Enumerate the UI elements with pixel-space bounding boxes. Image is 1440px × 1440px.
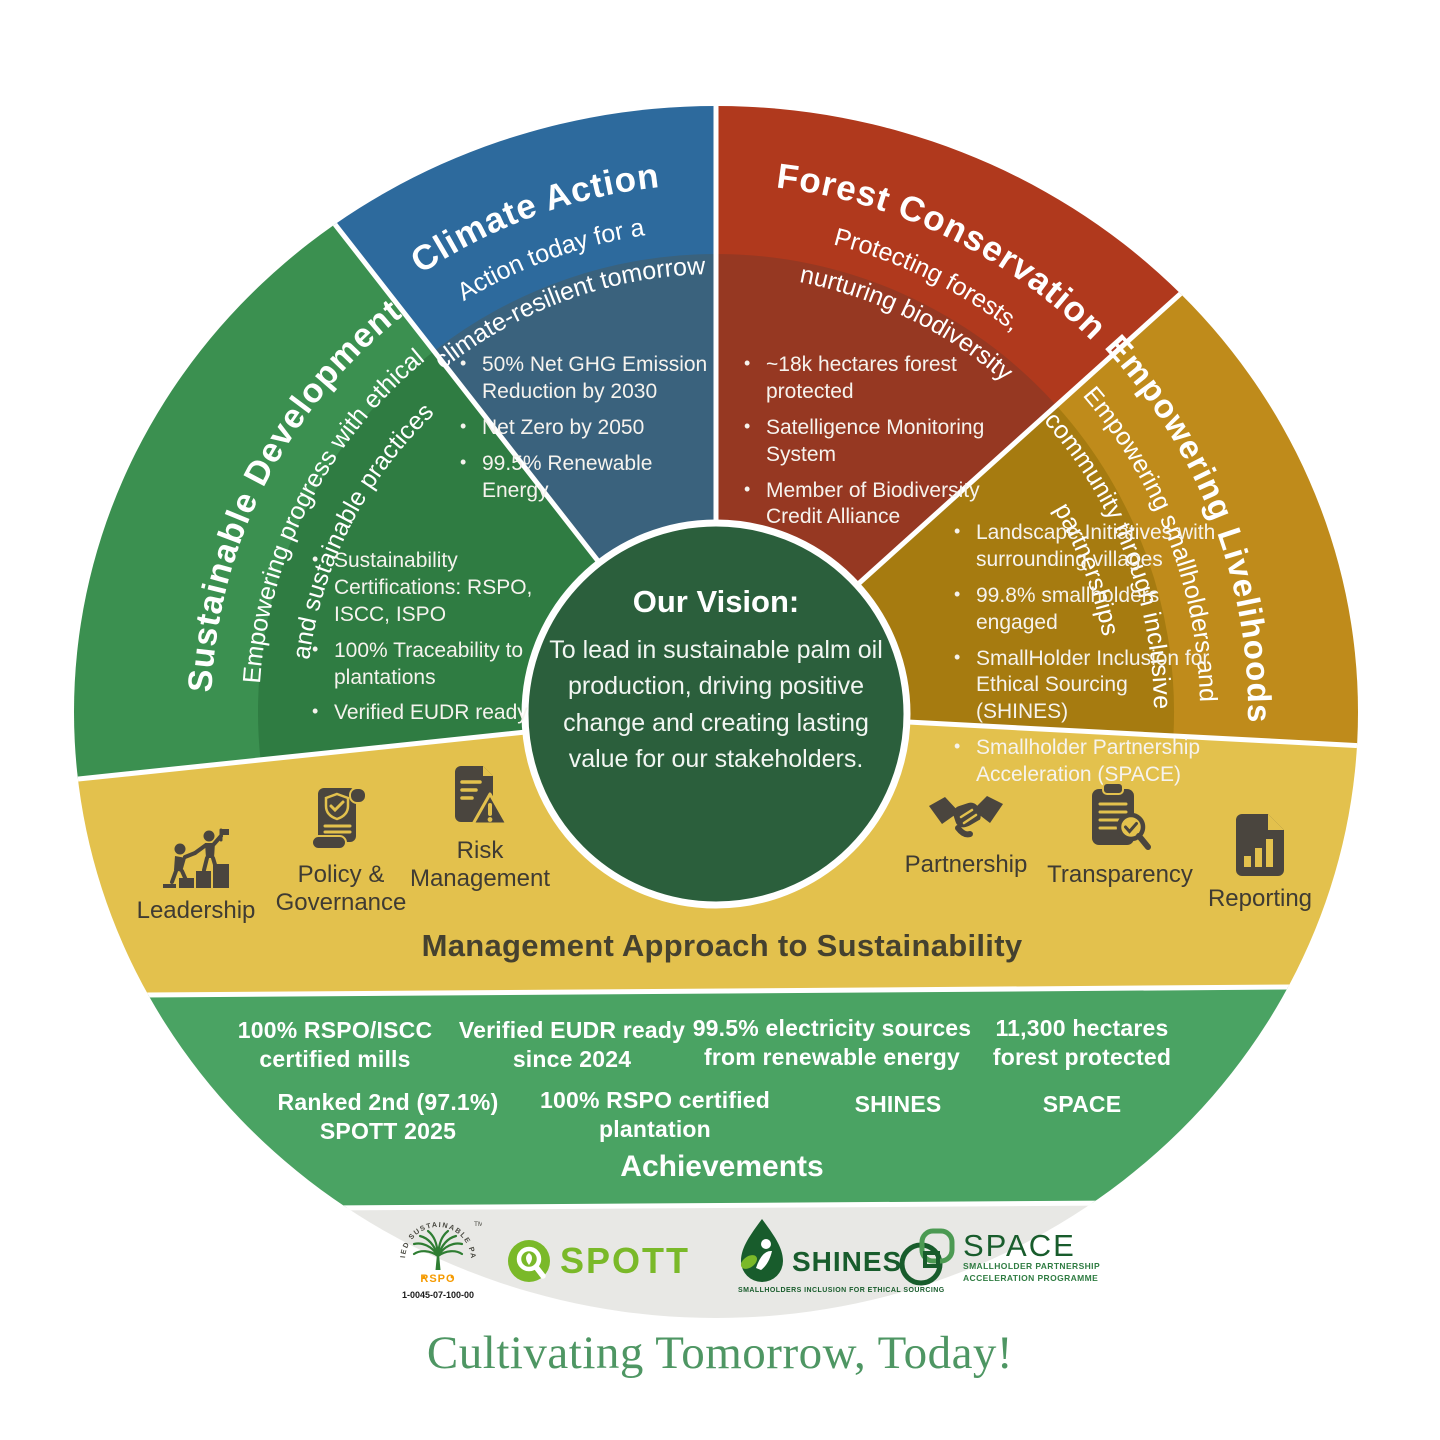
list-item: Sustainability Certifications: RSPO, ISC… <box>310 548 548 629</box>
shines-logo: SHINES SMALLHOLDERS INCLUSION FOR ETHICA… <box>738 1218 945 1294</box>
list-item: 99.8% smallholders engaged <box>952 583 1220 637</box>
vision-statement: Our Vision: To lead in sustainable palm … <box>546 584 886 777</box>
transparency-icon <box>1092 782 1151 850</box>
space-logo-icon <box>899 1228 955 1286</box>
forest-conservation-bullets: ~18k hectares forest protected Satellige… <box>742 352 994 540</box>
policy-governance-icon <box>311 787 367 850</box>
logos-band <box>74 1201 1358 1318</box>
empowering-livelihoods-bullets: Landscape Initiatives with surrounding v… <box>952 520 1220 798</box>
list-item: Member of Biodiversity Credit Alliance <box>742 478 994 532</box>
vision-heading: Our Vision: <box>632 584 800 619</box>
management-item-label: Risk Management <box>409 837 551 892</box>
management-item-leadership: Leadership <box>131 828 261 925</box>
rspo-tm: TM <box>474 1221 482 1228</box>
achievement-item: 99.5% electricity sources from renewable… <box>692 1015 972 1070</box>
sustainable-development-bullets: Sustainability Certifications: RSPO, ISC… <box>310 548 548 736</box>
achievement-item: SHINES <box>854 1091 942 1117</box>
partnership-icon <box>929 796 1003 838</box>
list-item: ~18k hectares forest protected <box>742 352 994 406</box>
management-item-policy-governance: Policy & Governance <box>275 786 407 916</box>
space-tagline-line2: ACCELERATION PROGRAMME <box>963 1272 1099 1283</box>
spott-name: SPOTT <box>560 1240 691 1281</box>
rspo-logo-icon: CERTIFIED SUSTAINABLE PALM OIL TM RSPO 1… <box>394 1214 482 1300</box>
management-band-title: Management Approach to Sustainability <box>421 928 1023 963</box>
space-name: SPACE <box>963 1228 1076 1264</box>
achievements-band-title: Achievements <box>620 1150 824 1183</box>
achievement-item: Ranked 2nd (97.1%) SPOTT 2025 <box>277 1089 499 1144</box>
list-item: Landscape Initiatives with surrounding v… <box>952 520 1220 574</box>
list-item: 99.5% Renewable Energy <box>458 451 710 505</box>
list-item: Net Zero by 2050 <box>458 415 710 442</box>
management-item-transparency: Transparency <box>1040 782 1200 889</box>
leadership-icon <box>163 828 229 888</box>
management-item-label: Partnership <box>904 851 1028 878</box>
space-logo: SPACE SMALLHOLDER PARTNERSHIP ACCELERATI… <box>897 1226 1100 1288</box>
management-item-label: Policy & Governance <box>275 861 407 916</box>
management-item-risk-management: Risk Management <box>409 764 551 892</box>
management-item-label: Leadership <box>136 897 256 924</box>
vision-body: To lead in sustainable palm oil producti… <box>549 636 883 773</box>
achievement-item: 11,300 hectares forest protected <box>992 1015 1172 1070</box>
shines-name: SHINES <box>792 1246 903 1277</box>
achievement-item: SPACE <box>1042 1091 1122 1117</box>
rspo-logo: CERTIFIED SUSTAINABLE PALM OIL TM RSPO 1… <box>394 1214 482 1306</box>
shines-tagline: SMALLHOLDERS INCLUSION FOR ETHICAL SOURC… <box>738 1287 945 1294</box>
list-item: 50% Net GHG Emission Reduction by 2030 <box>458 352 710 406</box>
spott-logo-icon <box>508 1240 550 1282</box>
space-tagline-line1: SMALLHOLDER PARTNERSHIP <box>963 1261 1101 1272</box>
management-item-label: Transparency <box>1047 861 1193 888</box>
list-item: 100% Traceability to plantations <box>310 638 548 692</box>
management-item-label: Reporting <box>1207 885 1313 912</box>
rspo-name: RSPO <box>420 1273 455 1285</box>
achievement-item: Verified EUDR ready since 2024 <box>458 1017 686 1072</box>
rspo-code: 1-0045-07-100-00 <box>402 1290 474 1300</box>
achievement-item: 100% RSPO certified plantation <box>539 1087 771 1142</box>
achievements-band <box>74 986 1358 1210</box>
list-item: SmallHolder Inclusion for Ethical Sourci… <box>952 646 1220 727</box>
reporting-icon <box>1236 814 1284 876</box>
list-item: Smallholder Partnership Acceleration (SP… <box>952 735 1220 789</box>
management-item-reporting: Reporting <box>1195 812 1325 913</box>
spott-logo: SPOTT <box>506 1238 690 1284</box>
management-item-partnership: Partnership <box>891 794 1041 879</box>
list-item: Satelligence Monitoring System <box>742 415 994 469</box>
achievement-item: 100% RSPO/ISCC certified mills <box>237 1017 433 1072</box>
climate-action-bullets: 50% Net GHG Emission Reduction by 2030 N… <box>458 352 710 513</box>
list-item: Verified EUDR ready <box>310 700 548 727</box>
shines-logo-icon <box>740 1219 783 1283</box>
risk-management-icon <box>455 766 509 826</box>
tagline: Cultivating Tomorrow, Today! <box>426 1327 1014 1379</box>
